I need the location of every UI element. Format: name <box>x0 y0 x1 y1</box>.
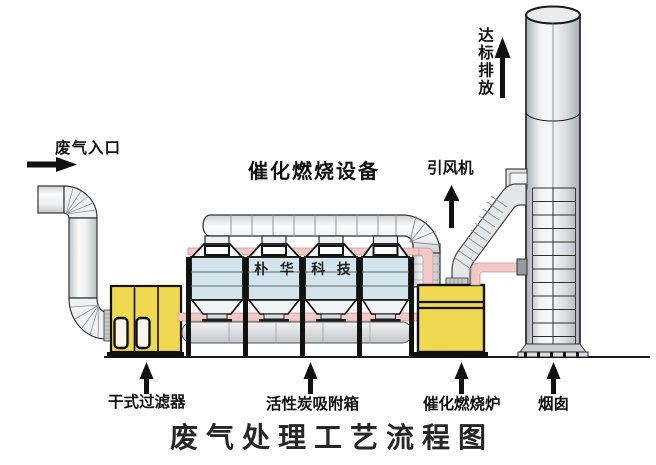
chimney-feet <box>524 352 579 357</box>
chimney-stack <box>505 5 589 358</box>
chimney-cage-grid <box>532 187 576 351</box>
emission-arrow <box>500 54 505 98</box>
filter-window <box>113 316 129 350</box>
furnace-pointer-arrow <box>459 377 464 394</box>
frame-posts <box>186 257 414 356</box>
dry-filter-label: 干式过滤器 <box>108 394 186 411</box>
discharge-hoppers <box>190 299 410 323</box>
dry-filter-unit <box>107 284 184 358</box>
carbon-box-pointer-arrow <box>308 377 313 394</box>
adsorption-module <box>189 235 245 301</box>
page-title: 废气处理工艺流程图 <box>169 422 494 453</box>
chimney-label: 烟囱 <box>538 396 570 413</box>
emission-label: 达标排放 <box>476 27 494 97</box>
carbon-adsorption-unit <box>177 214 441 356</box>
carbon-box-label: 活性炭吸附箱 <box>266 396 360 413</box>
furnace-label: 催化燃烧炉 <box>423 396 501 413</box>
fan-label: 引风机 <box>427 160 474 177</box>
adsorption-module <box>303 235 359 301</box>
filter-window <box>135 316 151 350</box>
furnace-to-chimney-duct <box>451 183 527 288</box>
brand-text-left: 朴 华 <box>254 263 298 278</box>
adsorption-module <box>361 235 410 301</box>
chimney-pointer-arrow <box>551 377 556 394</box>
furnace-to-chimney-pink-pipe <box>470 258 528 286</box>
flow-arrows <box>27 37 561 394</box>
equipment-title: 催化燃烧设备 <box>248 161 380 183</box>
inlet-flow-arrow <box>27 157 77 172</box>
inlet-duct <box>37 185 113 342</box>
dry-filter-pointer-arrow <box>144 377 149 394</box>
fan-arrow <box>449 198 454 228</box>
catalytic-furnace <box>414 277 488 358</box>
bottom-collector-duct <box>181 321 413 344</box>
brand-text-right: 科 技 <box>311 263 355 278</box>
upper-pink-pipe <box>187 247 434 287</box>
inlet-label: 废气入口 <box>55 140 122 157</box>
inlet-elbow-ribs <box>65 187 97 215</box>
top-manifold-duct <box>202 214 441 254</box>
inlet-elbow2-ribs <box>70 304 100 340</box>
